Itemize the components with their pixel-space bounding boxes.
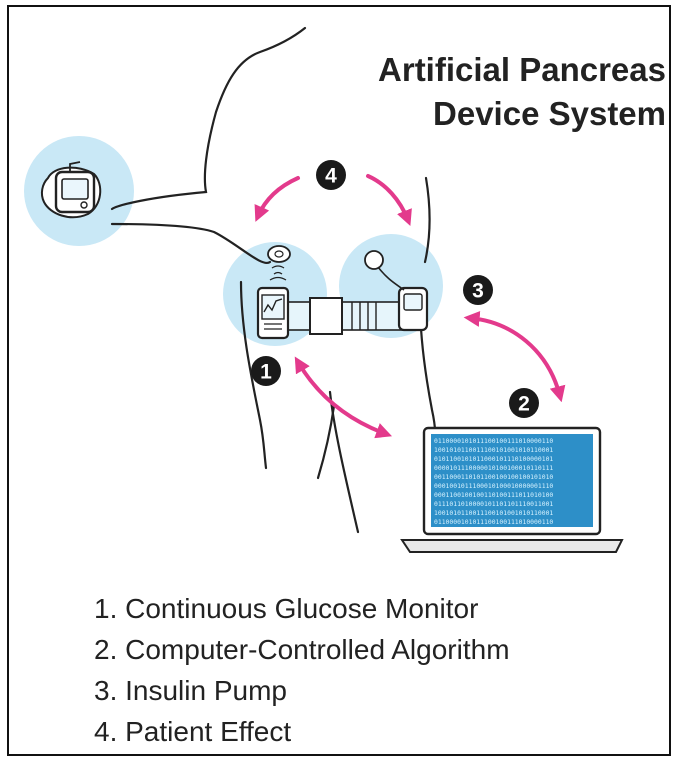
code-line: 1001010110011100101001010110001 xyxy=(434,446,553,454)
legend-item-glucose-monitor: 1. Continuous Glucose Monitor xyxy=(94,588,510,629)
system-illustration: 0110000101011100100111010000110 10010101… xyxy=(0,0,678,600)
badge-3: 3 xyxy=(463,275,493,305)
legend-item-patient-effect: 4. Patient Effect xyxy=(94,711,510,752)
code-line: 0001100100100110100111011010100 xyxy=(434,491,553,499)
code-line: 0000101110000010100100010110111 xyxy=(434,464,553,472)
laptop-screen-code: 0110000101011100100111010000110 10010101… xyxy=(434,437,553,526)
arrow-patient-effect-right xyxy=(368,176,408,220)
badge-1: 1 xyxy=(251,356,281,386)
badge-2-label: 2 xyxy=(518,393,530,416)
code-line: 0001001011100010100010000001110 xyxy=(434,482,553,490)
arrow-monitor-to-laptop xyxy=(298,362,386,434)
code-line: 0011000110101100100100100101010 xyxy=(434,473,553,481)
laptop-computer: 0110000101011100100111010000110 10010101… xyxy=(402,428,622,552)
badge-3-label: 3 xyxy=(472,280,484,303)
badge-4-label: 4 xyxy=(325,165,337,188)
legend-item-insulin-pump: 3. Insulin Pump xyxy=(94,670,510,711)
code-line: 0111011010000101101101110011001 xyxy=(434,500,553,508)
code-line: 0110000101011100100111010000110 xyxy=(434,437,553,445)
badge-1-label: 1 xyxy=(260,361,272,384)
arrow-patient-effect-left xyxy=(258,178,298,216)
code-line: 0110000101011100100111010000110 xyxy=(434,518,553,526)
code-line: 1001010110011100101001010110001 xyxy=(434,509,553,517)
component-legend: 1. Continuous Glucose Monitor 2. Compute… xyxy=(94,588,510,752)
badge-4: 4 xyxy=(316,160,346,190)
legend-item-algorithm: 2. Computer-Controlled Algorithm xyxy=(94,629,510,670)
arrow-laptop-to-pump xyxy=(470,318,560,396)
badge-2: 2 xyxy=(509,388,539,418)
code-line: 0101100101011000101110100000101 xyxy=(434,455,553,463)
waist-belt xyxy=(286,298,402,334)
